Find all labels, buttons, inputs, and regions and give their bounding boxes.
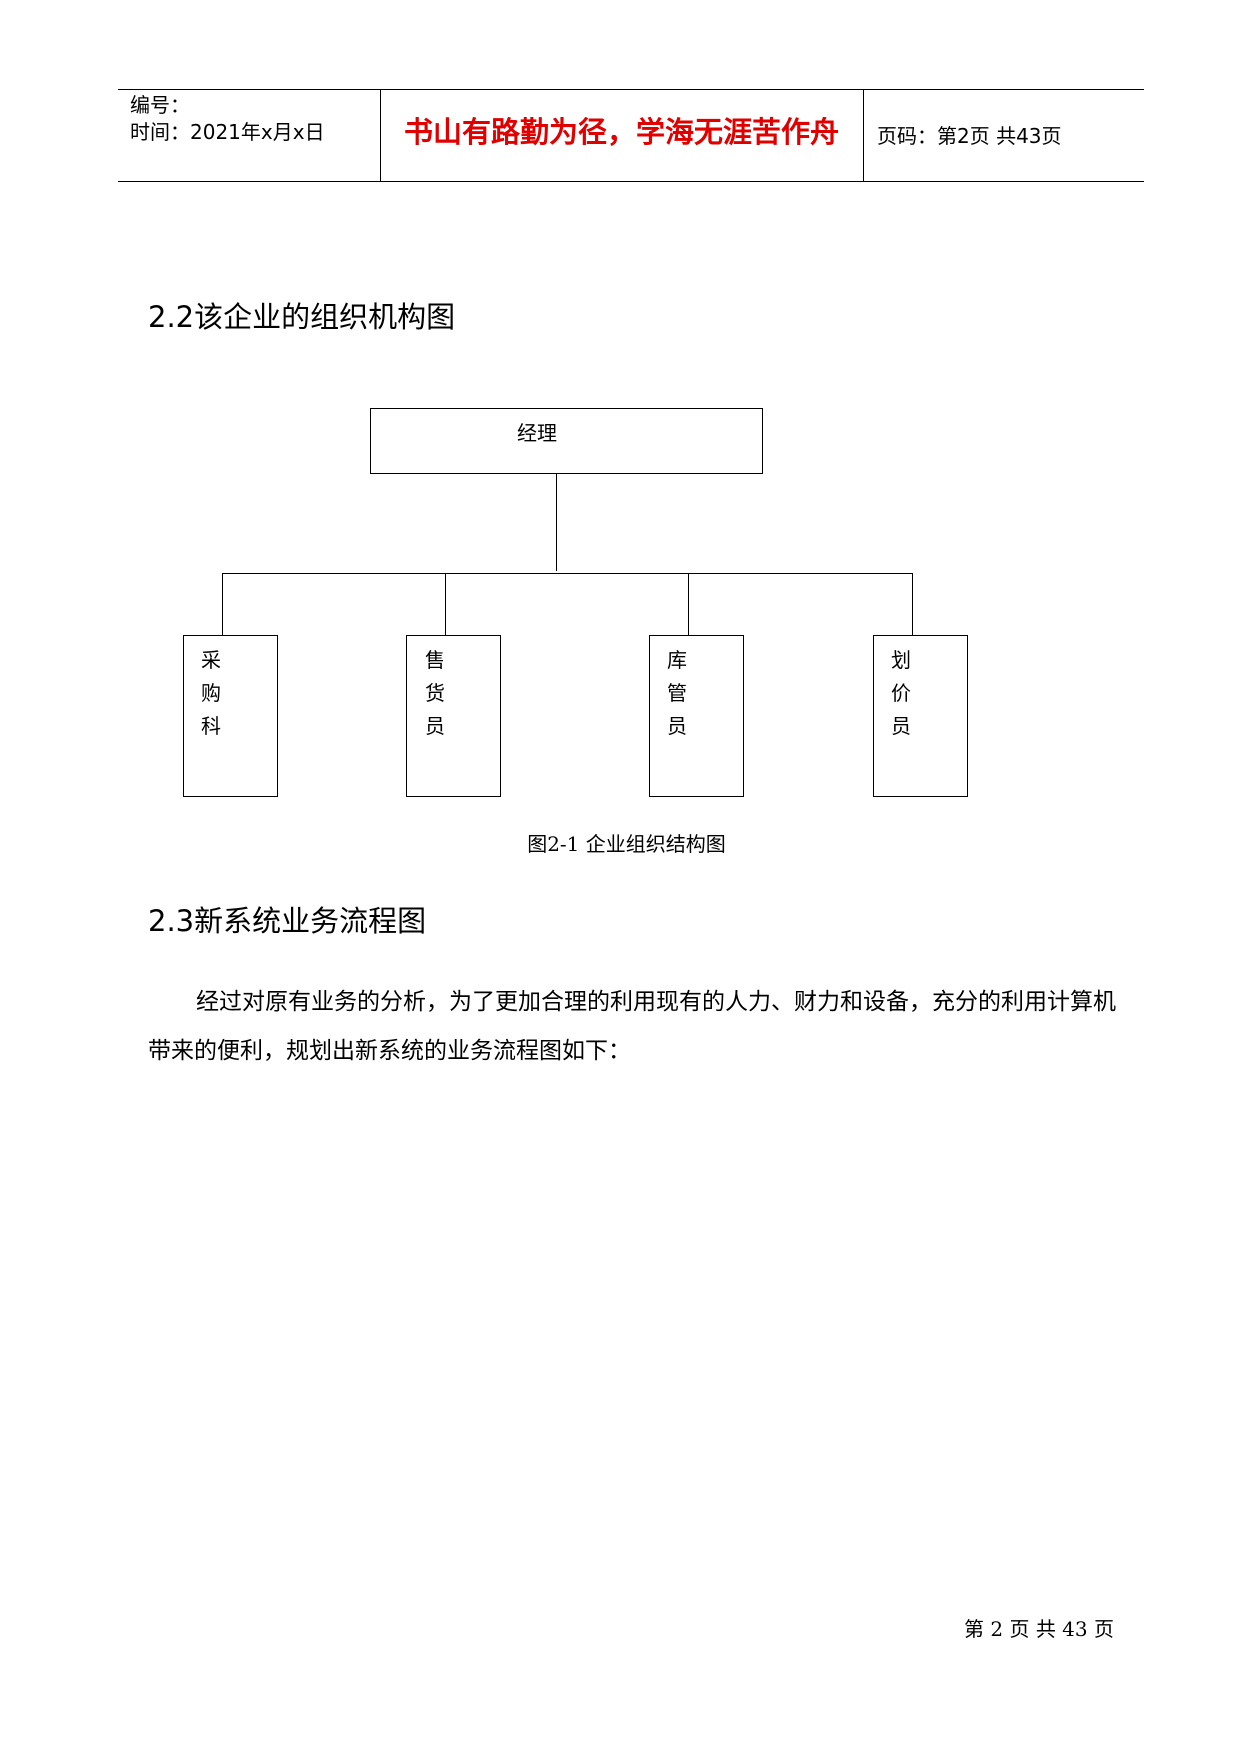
org-node-child-2-label: 售货员: [425, 648, 445, 738]
org-connector-trunk: [556, 474, 557, 571]
serial-number-label: 编号：: [130, 93, 190, 117]
footer-page-number: 第 2 页 共 43 页: [964, 1617, 1114, 1641]
header-page-info: 页码：第2页 共43页: [877, 124, 1062, 148]
body-paragraph-text: 经过对原有业务的分析，为了更加合理的利用现有的人力、财力和设备，充分的利用计算机…: [148, 989, 1116, 1064]
org-node-child-3: [649, 635, 744, 797]
figure-caption: 图2-1 企业组织结构图: [527, 832, 726, 856]
date-label: 时间：2021年x月x日: [130, 120, 325, 144]
org-connector-branch-4: [912, 573, 913, 635]
org-connector-branch-2: [445, 573, 446, 635]
org-node-child-1: [183, 635, 278, 797]
header-motto: 书山有路勤为径，学海无涯苦作舟: [403, 115, 839, 149]
section-heading-org-chart: 2.2该企业的组织机构图: [148, 300, 456, 334]
org-node-child-4: [873, 635, 968, 797]
header-divider-right: [863, 89, 864, 181]
header-bottom-rule: [118, 181, 1144, 182]
org-node-child-2: [406, 635, 501, 797]
org-node-child-1-label: 采购科: [201, 648, 221, 738]
org-node-root: [370, 408, 763, 474]
org-node-child-3-label: 库管员: [667, 648, 687, 738]
org-connector-bus: [222, 573, 913, 574]
header-divider-left: [380, 89, 381, 181]
section-heading-process-flow: 2.3新系统业务流程图: [148, 904, 427, 938]
org-connector-branch-3: [688, 573, 689, 635]
org-connector-branch-1: [222, 573, 223, 635]
org-node-root-label: 经理: [517, 421, 557, 445]
body-paragraph: 经过对原有业务的分析，为了更加合理的利用现有的人力、财力和设备，充分的利用计算机…: [148, 978, 1120, 1076]
org-node-child-4-label: 划价员: [891, 648, 911, 738]
header-top-rule: [118, 89, 1144, 90]
